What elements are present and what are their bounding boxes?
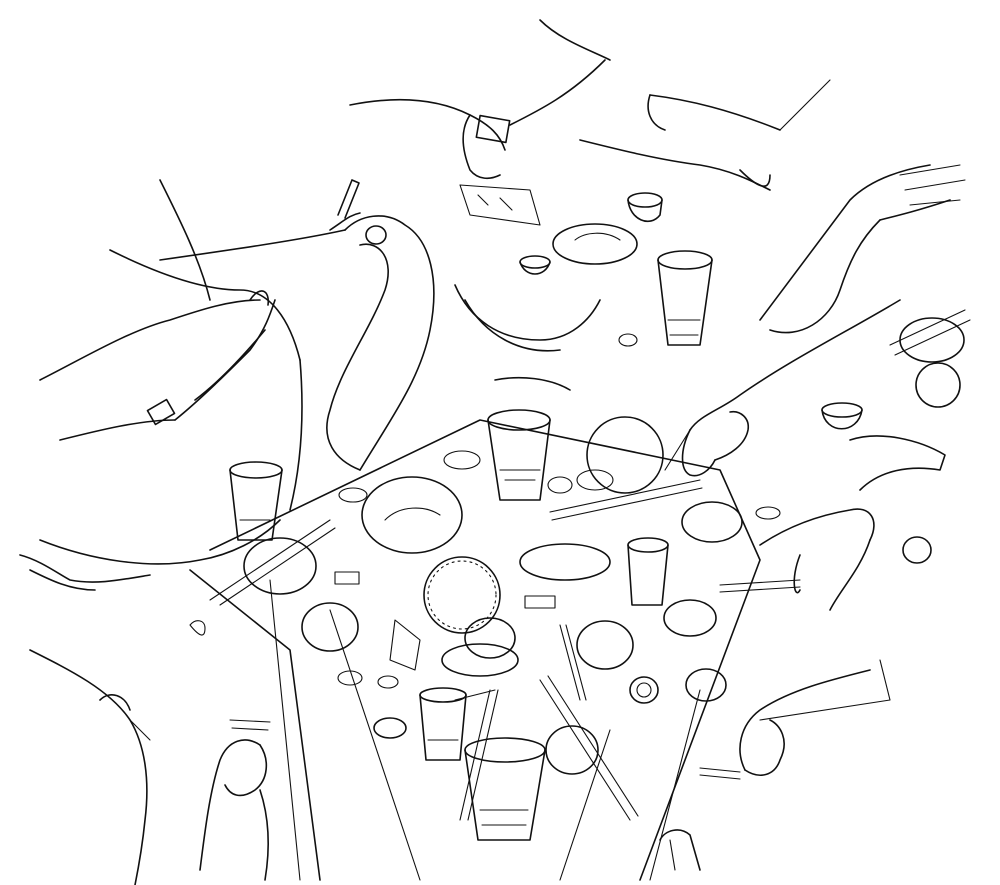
- bowl-right-1: [821, 402, 863, 430]
- sleeve-left: [19, 179, 303, 591]
- hand-bottom-center: [659, 829, 701, 871]
- hand-with-watch-top: [349, 19, 611, 226]
- arm-far-right: [759, 164, 966, 334]
- hand-bottom-right: [699, 659, 891, 780]
- glass-center: [487, 409, 551, 501]
- bowl-right-2: [902, 536, 932, 564]
- bowl-right-mid: [663, 599, 717, 637]
- hand-with-cigarette-right: [719, 435, 946, 611]
- bowl-right-stack: [889, 309, 971, 408]
- plate-round-dotted: [423, 556, 501, 634]
- bowl-center: [464, 617, 516, 659]
- glass-bottom-center: [419, 687, 467, 761]
- small-dishes: [189, 333, 781, 689]
- shoulder-bottom-left: [29, 649, 151, 885]
- bowl-chopsticks-left: [209, 519, 336, 606]
- bowl-center-left: [301, 602, 359, 652]
- glass-top-right: [657, 250, 713, 346]
- plate-right: [576, 620, 634, 670]
- glass-right: [627, 537, 669, 606]
- glass-left: [229, 461, 283, 541]
- arm-top-right: [579, 79, 831, 191]
- bowl-bottom-center: [539, 675, 639, 821]
- hand-bottom-left: [199, 719, 271, 881]
- bowl-bottom-right: [629, 668, 727, 704]
- arm-with-watch-left: [39, 290, 276, 441]
- glass-bottom: [464, 737, 546, 841]
- plate-upper-right: [586, 416, 664, 494]
- bowl-top-small: [627, 192, 663, 223]
- plate-top: [552, 223, 638, 265]
- plate-oval: [519, 543, 611, 581]
- bowl-small-left: [373, 717, 407, 739]
- arm-center-curve: [454, 284, 601, 391]
- arm-with-cigarette-top: [159, 179, 435, 471]
- plate-center-bottom: [441, 643, 519, 677]
- chopsticks: [454, 479, 703, 821]
- plate-fish: [361, 476, 463, 554]
- bowl-center-right: [681, 501, 743, 543]
- hand-center-right: [664, 299, 901, 477]
- bowl-small-1: [519, 255, 551, 275]
- dining-table: [189, 419, 761, 881]
